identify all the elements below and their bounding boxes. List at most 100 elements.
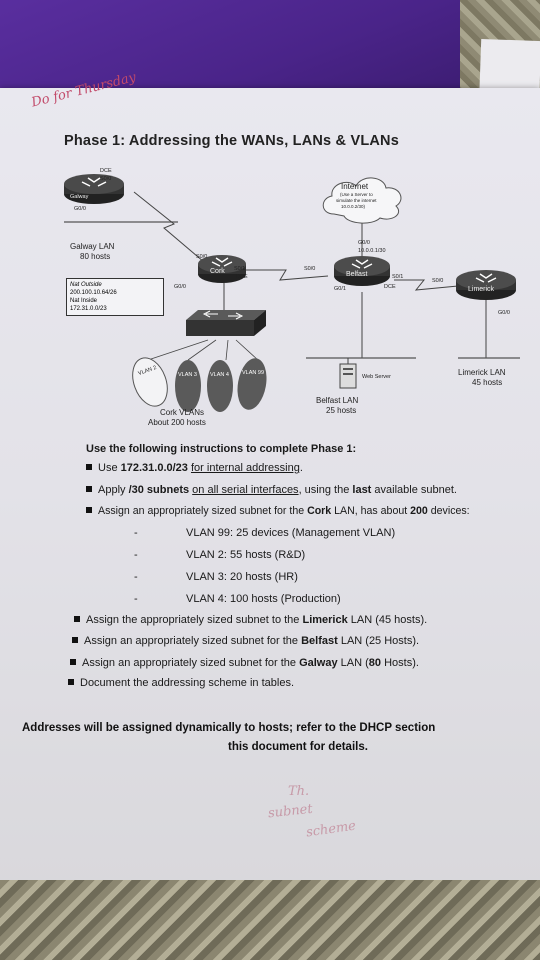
vlan-requirement-text: VLAN 4: 100 hosts (Production) xyxy=(186,593,341,605)
limerick-s0-0-label: S0/0 xyxy=(432,278,444,284)
vlan3-label: VLAN 3 xyxy=(178,372,197,378)
bullet-square-icon xyxy=(70,659,76,665)
instruction-bullet-1: Use 172.31.0.0/23 for internal addressin… xyxy=(86,462,303,474)
instruction-bullet-4: Assign the appropriately sized subnet to… xyxy=(74,614,427,626)
nat-inside-label: Nat Inside xyxy=(70,298,98,304)
bullet3-bold2: 200 xyxy=(410,505,428,517)
belfast-g0-1-label: G0/1 xyxy=(334,286,346,292)
bullet1-text: Use xyxy=(98,462,121,474)
vlan-requirement-item: - VLAN 99: 25 devices (Management VLAN) xyxy=(134,527,396,539)
internet-label: Internet xyxy=(341,182,369,191)
bullet-square-icon xyxy=(74,616,80,622)
bullet-square-icon xyxy=(68,679,74,685)
bullet-square-icon xyxy=(86,507,92,513)
bullet2-underlined: on all serial interfaces xyxy=(192,484,299,496)
internet-cloud-icon xyxy=(322,177,402,224)
cork-router-label: Cork xyxy=(210,268,225,275)
bullet3-mid: LAN, has about xyxy=(331,505,411,517)
bullet2-bold: /30 subnets xyxy=(128,484,190,496)
bullet1-bold: 172.31.0.0/23 xyxy=(120,462,188,474)
galway-s0-0-label: S0/0 xyxy=(100,176,112,182)
bullet3-text: Assign an appropriately sized subnet for… xyxy=(98,505,308,517)
vlan-requirement-text: VLAN 2: 55 hosts (R&D) xyxy=(186,549,306,561)
belfast-g0-0-ip: 10.0.0.1/30 xyxy=(358,248,386,254)
galway-router-label: Galway xyxy=(70,194,89,200)
limerick-g0-0-label: G0/0 xyxy=(498,310,510,316)
bullet7-text: Document the addressing scheme in tables… xyxy=(80,677,295,689)
limerick-lan-hosts: 45 hosts xyxy=(472,378,503,387)
handwritten-margin-1: Th. xyxy=(288,784,310,799)
belfast-s0-0-label: S0/0 xyxy=(304,266,316,272)
belfast-lan-hosts: 25 hosts xyxy=(326,406,357,415)
bullet5-text: Assign an appropriately sized subnet for… xyxy=(84,635,302,647)
belfast-router-icon xyxy=(334,256,390,286)
vlan99-label: VLAN 99 xyxy=(242,370,265,376)
internet-note-1: (Use a Server to xyxy=(340,192,373,197)
internet-note-3: 10.0.0.2/30) xyxy=(341,204,366,209)
belfast-g0-0-label: G0/0 xyxy=(358,240,370,246)
bullet2-end: available subnet. xyxy=(371,484,457,496)
network-diagram: DCE S0/0 Galway G0/0 Galway LAN 80 hosts… xyxy=(58,162,530,432)
cork-dce-label: DCE xyxy=(236,274,248,280)
belfast-lan-label: Belfast LAN xyxy=(316,396,359,405)
bullet5-end: LAN (25 Hosts). xyxy=(337,635,420,647)
bullet6-text: Assign an appropriately sized subnet for… xyxy=(82,657,300,669)
bullet-square-icon xyxy=(86,486,92,492)
galway-router-icon xyxy=(64,174,124,204)
limerick-router-label: Limerick xyxy=(468,286,495,293)
nat-info-box: Nat Outside 200.100.10.64/26 Nat Inside … xyxy=(66,278,164,316)
bullet6-bold2: 80 xyxy=(368,657,382,669)
bullet-square-icon xyxy=(72,637,78,643)
bullet1-underlined: for internal addressing xyxy=(190,462,300,474)
galway-dce-label: DCE xyxy=(100,168,112,174)
cork-switch-icon xyxy=(186,310,266,336)
bullet3-bold: Cork xyxy=(307,505,332,517)
vlan-requirement-item: - VLAN 3: 20 hosts (HR) xyxy=(134,571,298,583)
internet-note-2: simulate the internet xyxy=(336,198,377,203)
bullet6-end: Hosts). xyxy=(381,657,419,669)
bullet-square-icon xyxy=(86,464,92,470)
bullet4-end: LAN (45 hosts). xyxy=(347,614,428,626)
galway-g0-0-label: G0/0 xyxy=(74,206,86,212)
dash-icon: - xyxy=(134,527,138,539)
vlan-requirement-item: - VLAN 2: 55 hosts (R&D) xyxy=(134,549,306,561)
cork-vlans-label: Cork VLANs xyxy=(160,408,205,417)
galway-lan-label: Galway LAN xyxy=(70,242,115,251)
cork-router-icon xyxy=(198,255,246,283)
bullet5-bold: Belfast xyxy=(301,635,338,647)
belfast-dce-label: DCE xyxy=(384,284,396,290)
bullet2-bold2: last xyxy=(352,484,372,496)
instruction-bullet-3: Assign an appropriately sized subnet for… xyxy=(86,505,470,517)
belfast-s0-1-label: S0/1 xyxy=(392,274,404,280)
limerick-lan-label: Limerick LAN xyxy=(458,368,506,377)
cork-g0-0-label: G0/0 xyxy=(174,284,186,290)
page-title: Phase 1: Addressing the WANs, LANs & VLA… xyxy=(64,133,399,149)
bullet4-text: Assign the appropriately sized subnet to… xyxy=(86,614,303,626)
vlan4-label: VLAN 4 xyxy=(210,372,229,378)
bullet4-bold: Limerick xyxy=(302,614,348,626)
footer-line-2: this document for details. xyxy=(228,741,368,753)
vlan-ovals xyxy=(132,357,267,412)
dash-icon: - xyxy=(134,593,138,605)
belfast-router-label: Belfast xyxy=(346,271,368,278)
bullet6-bold: Galway xyxy=(299,657,338,669)
cork-vlans-hosts: About 200 hosts xyxy=(148,418,206,427)
limerick-router-icon xyxy=(456,270,516,300)
web-server-icon xyxy=(339,363,357,389)
bullet2-text: Apply xyxy=(98,484,129,496)
instruction-bullet-6: Assign an appropriately sized subnet for… xyxy=(70,657,419,669)
cork-s0-1-label: S0/1 xyxy=(234,266,246,272)
footer-line-1: Addresses will be assigned dynamically t… xyxy=(22,722,436,734)
instruction-bullet-5: Assign an appropriately sized subnet for… xyxy=(72,635,419,647)
dash-icon: - xyxy=(134,571,138,583)
topology-lines xyxy=(64,174,520,412)
instructions-heading: Use the following instructions to comple… xyxy=(86,443,357,455)
cork-s0-0-label: S0/0 xyxy=(196,254,208,260)
vlan-requirement-text: VLAN 3: 20 hosts (HR) xyxy=(186,571,298,583)
nat-inside-value: 172.31.0.0/23 xyxy=(70,306,107,312)
instruction-bullet-2: Apply /30 subnets on all serial interfac… xyxy=(86,484,457,496)
dash-icon: - xyxy=(134,549,138,561)
web-server-label: Web Server xyxy=(362,374,391,380)
vlan-requirement-text: VLAN 99: 25 devices (Management VLAN) xyxy=(186,527,396,539)
galway-lan-hosts: 80 hosts xyxy=(80,252,111,261)
